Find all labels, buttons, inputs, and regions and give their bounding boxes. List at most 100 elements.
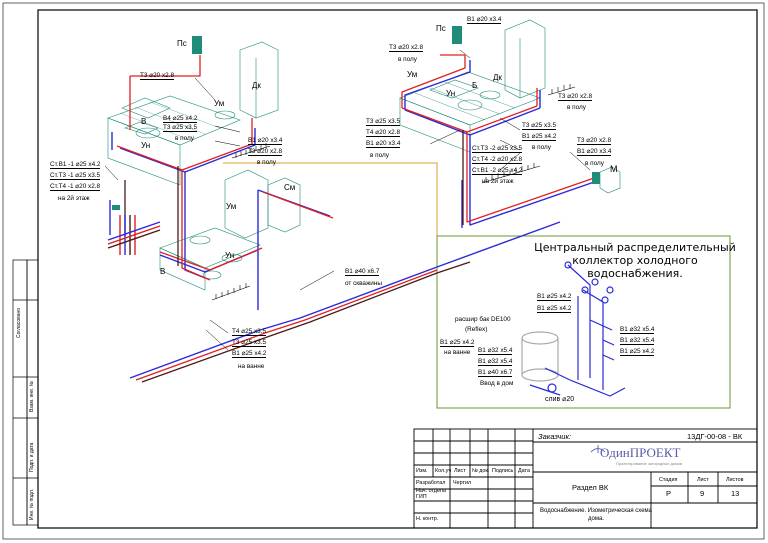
tb-listov-h: Листов: [726, 477, 744, 483]
leader-lines: [104, 49, 591, 351]
tb-logo-tagline: Проектирование загородных домов: [616, 461, 683, 466]
ground-hatching: [211, 84, 576, 301]
tb-section: Раздел ВК: [572, 483, 609, 492]
label-st-b1-2: Ст.В1 -2 ⌀25 х4.2: [472, 167, 523, 175]
tb-logo: ОдинПРОЕКТ: [600, 446, 680, 460]
zone-frame-orange: [223, 162, 438, 236]
label-dk-right: Дк: [493, 73, 502, 82]
tb-code: 13ДГ-00-08 - ВК: [687, 432, 743, 441]
label-b1-34-left: В1 ⌀20 х3.4: [248, 137, 283, 145]
label-t3-28-m: Т3 ⌀20 х2.8: [577, 137, 612, 145]
label-b1-42-r2: В1 ⌀25 х4.2: [522, 133, 557, 141]
label-t3-28-left: Т3 ⌀20 х2.8: [140, 72, 175, 80]
label-m: М: [610, 164, 618, 174]
label-st-t3-2: Ст.Т3 -2 ⌀25 х3.5: [472, 145, 523, 153]
label-t3-35-left: Т3 ⌀25 х3.5: [163, 124, 198, 132]
return-pipes: [124, 130, 471, 383]
tb-nach-otdela: Нач. отдела: [416, 488, 446, 494]
label-ps-right: Пс: [436, 24, 446, 33]
stamp-vzam: Взам. инв. №: [29, 381, 35, 412]
tb-listov: 13: [731, 489, 740, 498]
label-b1-34-m: В1 ⌀20 х3.4: [577, 148, 612, 156]
label-b1-34-top: В1 ⌀20 х3.4: [467, 16, 502, 24]
col-r-b1-25: В1 ⌀25 х4.2: [620, 348, 655, 356]
stamp-soglasovano: Согласовано: [16, 307, 22, 338]
col-tank-1: расшир бак DE100: [455, 316, 511, 323]
label-ps-left: Пс: [177, 39, 187, 48]
tb-izm: Изм.: [416, 468, 428, 474]
left-upper-bathroom: [107, 41, 279, 186]
left-room-grid: [119, 101, 221, 141]
label-b1-40-skv: В1 ⌀40 х6.7: [345, 268, 380, 276]
right-room-grid: [414, 81, 516, 121]
label-un-right: Ун: [446, 89, 456, 98]
stamp-podp: Подп. и дата: [29, 442, 35, 472]
label-st-t3: Ст.Т3 -1 ⌀25 х3.5: [50, 172, 101, 180]
label-t4-28-r: Т4 ⌀20 х2.8: [366, 129, 401, 137]
label-um-left: Ум: [214, 99, 225, 108]
label-st-b1: Ст.В1 -1 ⌀25 х4.2: [50, 161, 101, 169]
col-b1-25-a: В1 ⌀25 х4.2: [537, 293, 572, 301]
label-b-right: Б: [472, 81, 478, 90]
tb-stadiya: Р: [666, 489, 672, 498]
label-v-polu-left2: в полу: [257, 159, 276, 166]
col-b1-25-c: В1 ⌀25 х4.2: [440, 339, 475, 347]
col-r-b1-32-b: В1 ⌀32 х5.4: [620, 337, 655, 345]
hot-water-pipes: [116, 54, 598, 381]
label-b4-25: В4 ⌀25 х4.2: [163, 115, 198, 123]
tb-sheet-title-1: Водоснабжение. Изометрическая схема: [540, 508, 652, 514]
label-t4-35: Т4 ⌀25 х3.5: [232, 328, 267, 336]
label-b1-34-r: В1 ⌀20 х3.4: [366, 140, 401, 148]
tb-razrabotal: Разработал: [416, 480, 446, 486]
tb-list-h2: Лист: [697, 477, 709, 483]
col-vvod: Ввод в дом: [480, 380, 514, 387]
col-na-vanne: на ванне: [444, 349, 471, 356]
logo-mark: [590, 445, 606, 453]
label-v-polu-r3: в полу: [532, 144, 551, 151]
col-sliv: слив ⌀20: [545, 396, 575, 403]
collector-title-1: Центральный распределительный: [534, 241, 736, 254]
tb-list-h: Лист: [454, 468, 466, 474]
label-t3-28-left2: Т3 ⌀20 х2.8: [248, 148, 283, 156]
tb-podpis: Подпись: [492, 468, 514, 474]
label-un-left: Ун: [141, 141, 151, 150]
label-um-mid: Ум: [226, 202, 237, 211]
collector-drawing: [521, 261, 626, 397]
label-na2-left: на 2й этаж: [58, 195, 90, 202]
label-v-mid: В: [160, 267, 166, 276]
col-tank-2: (Reflex): [465, 326, 488, 333]
risers-left: [107, 215, 161, 255]
label-dk-left: Дк: [252, 81, 261, 90]
label-t3-28-top: Т3 ⌀20 х2.8: [389, 44, 424, 52]
label-st-t4: Ст.Т4 -1 ⌀20 х2.8: [50, 183, 101, 191]
label-v-left: В: [141, 117, 147, 126]
label-t3-35-r: Т3 ⌀25 х3.5: [366, 118, 401, 126]
lower-fixtures: [159, 166, 621, 291]
tb-sheet-title-2: дома.: [588, 516, 604, 522]
towel-rails: [193, 28, 461, 54]
label-t3-28-r1: Т3 ⌀20 х2.8: [558, 93, 593, 101]
stamp-inv: Инв. № подл.: [29, 488, 35, 520]
label-t3-35-r2: Т3 ⌀25 х3.5: [522, 122, 557, 130]
tb-stadiya-h: Стадия: [659, 477, 678, 483]
label-na-vanne-bot: на ванне: [238, 363, 265, 370]
tb-logo-word1: Один: [600, 445, 630, 460]
col-b1-32-a: В1 ⌀32 х5.4: [478, 347, 513, 355]
col-b1-32-b: В1 ⌀32 х5.4: [478, 358, 513, 366]
tb-zakazchik: Заказчик:: [538, 432, 572, 441]
label-sm: См: [284, 183, 296, 192]
col-b1-40: В1 ⌀40 х6.7: [478, 369, 513, 377]
label-um-right: Ум: [407, 70, 418, 79]
title-block-grid: [413, 428, 758, 529]
label-un-mid: Ун: [225, 251, 235, 260]
col-b1-25-b: В1 ⌀25 х4.2: [537, 305, 572, 313]
tb-koluch: Кол.уч: [435, 468, 452, 474]
label-v-polu-left: в полу: [175, 135, 194, 142]
tb-chertil: Чертил: [453, 480, 472, 486]
label-v-polu-m: в полу: [585, 160, 604, 167]
collector-frame: [436, 235, 731, 409]
tb-gip: ГИП: [416, 494, 427, 500]
tb-ndok: № док.: [472, 468, 490, 474]
